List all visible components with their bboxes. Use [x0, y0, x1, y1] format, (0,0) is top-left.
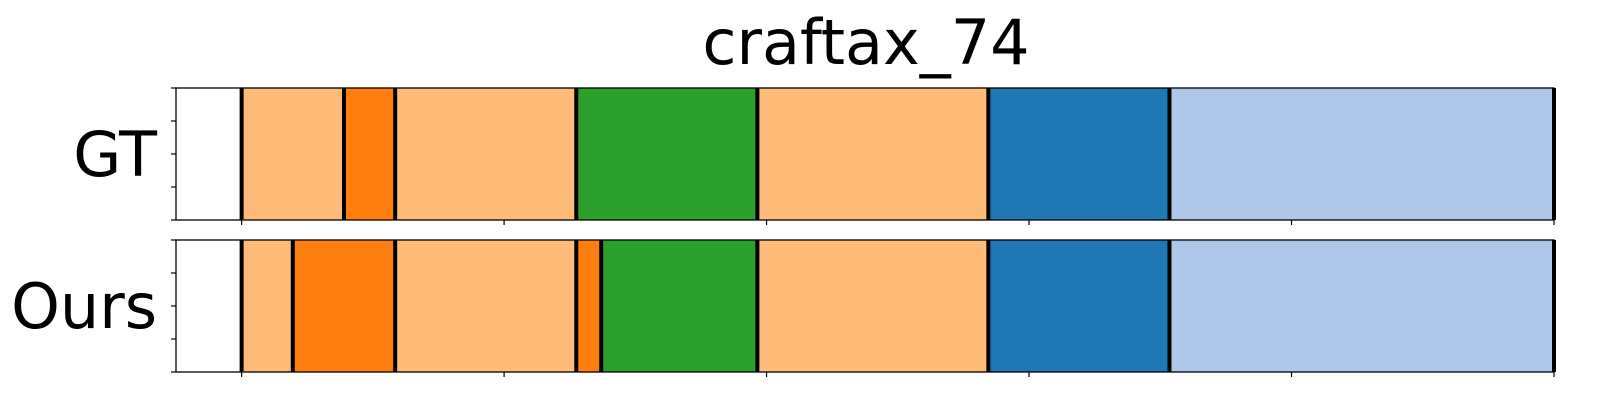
segment-ours-7: [1169, 240, 1554, 372]
segment-ours-5: [757, 240, 989, 372]
segment-gt-5: [988, 88, 1170, 220]
row-label-ours: Ours: [11, 270, 157, 343]
chart-title: craftax_74: [702, 6, 1029, 79]
panel-ours: Ours: [11, 239, 1556, 377]
panel-gt: GT: [73, 87, 1556, 225]
segment-ours-4: [601, 240, 758, 372]
segment-ours-6: [988, 240, 1170, 372]
row-label-gt: GT: [73, 118, 158, 191]
segment-ours-3: [576, 240, 602, 372]
segment-gt-4: [757, 88, 989, 220]
segment-gt-0: [241, 88, 344, 220]
segment-gt-6: [1169, 88, 1554, 220]
segment-gt-3: [576, 88, 758, 220]
segment-gt-1: [343, 88, 396, 220]
segment-ours-1: [292, 240, 396, 372]
panels: GT Ours: [11, 87, 1556, 377]
segment-ours-0: [241, 240, 293, 372]
segment-gt-2: [395, 88, 577, 220]
segment-ours-2: [395, 240, 577, 372]
